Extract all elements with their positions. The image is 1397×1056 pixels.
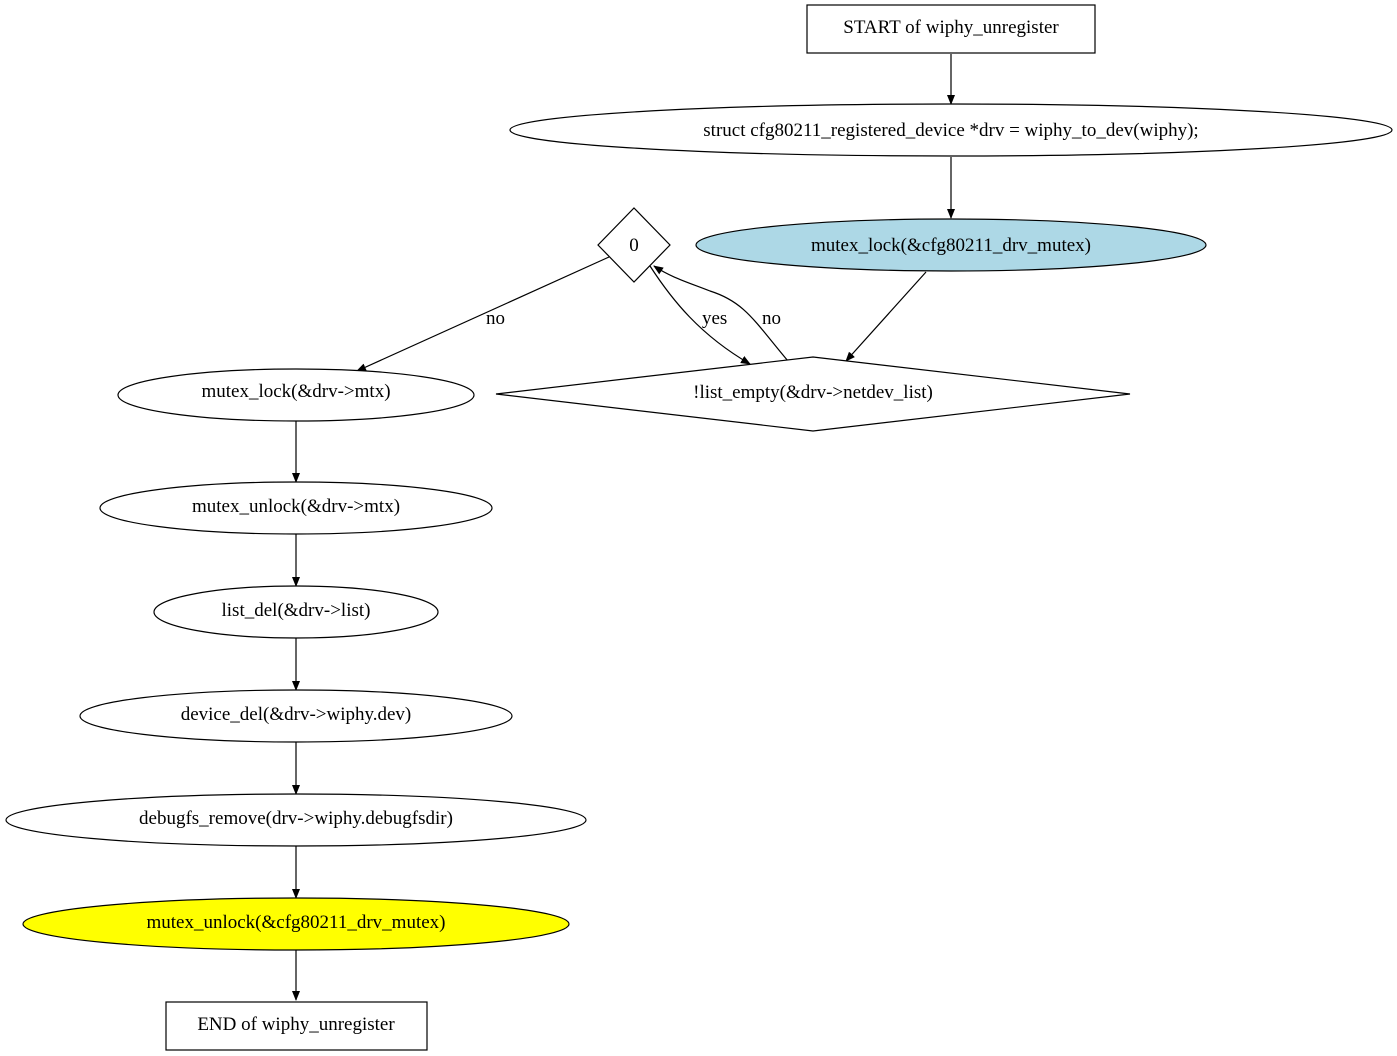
node-debugfs-remove-label: debugfs_remove(drv->wiphy.debugfsdir) (139, 808, 453, 829)
node-end-box (165, 1001, 428, 1051)
node-cond-zero-diamond (597, 207, 671, 283)
node-device-del[interactable]: device_del(&drv->wiphy.dev) (79, 689, 513, 743)
node-start[interactable]: START of wiphy_unregister (806, 4, 1096, 54)
node-cond-zero-label: 0 (629, 235, 639, 256)
node-drv-decl-ellipse (509, 103, 1393, 157)
edge-zero-to-mutex-lock-mtx-no (356, 256, 610, 372)
node-mutex-unlock-cfg-ellipse (22, 897, 570, 951)
node-cond-list-empty-label: !list_empty(&drv->netdev_list) (693, 382, 933, 403)
edge-label-list-empty-no: no (762, 308, 781, 329)
node-end[interactable]: END of wiphy_unregister (165, 1001, 428, 1051)
node-mutex-unlock-mtx[interactable]: mutex_unlock(&drv->mtx) (99, 481, 493, 535)
node-debugfs-remove[interactable]: debugfs_remove(drv->wiphy.debugfsdir) (5, 793, 587, 847)
node-mutex-unlock-mtx-label: mutex_unlock(&drv->mtx) (192, 496, 400, 517)
edge-zero-to-list-empty-yes (649, 265, 751, 365)
node-mutex-lock-mtx-ellipse (117, 368, 475, 422)
node-mutex-unlock-cfg[interactable]: mutex_unlock(&cfg80211_drv_mutex) (22, 897, 570, 951)
edges (292, 54, 955, 1001)
node-debugfs-remove-ellipse (5, 793, 587, 847)
edge-label-zero-yes: yes (702, 308, 727, 329)
node-device-del-ellipse (79, 689, 513, 743)
node-mutex-lock-mtx-label: mutex_lock(&drv->mtx) (201, 381, 390, 402)
node-cond-list-empty[interactable]: !list_empty(&drv->netdev_list) (495, 356, 1131, 432)
node-mutex-lock-cfg-ellipse (695, 218, 1207, 272)
node-device-del-label: device_del(&drv->wiphy.dev) (181, 704, 412, 725)
edge-list-empty-to-zero-no (653, 265, 789, 362)
node-drv-decl[interactable]: struct cfg80211_registered_device *drv =… (509, 103, 1393, 157)
node-drv-decl-label: struct cfg80211_registered_device *drv =… (703, 120, 1198, 141)
node-mutex-lock-cfg-label: mutex_lock(&cfg80211_drv_mutex) (811, 235, 1091, 256)
node-cond-list-empty-diamond (495, 356, 1131, 432)
node-list-del[interactable]: list_del(&drv->list) (153, 585, 439, 639)
node-start-box (806, 4, 1096, 54)
node-mutex-lock-cfg[interactable]: mutex_lock(&cfg80211_drv_mutex) (695, 218, 1207, 272)
node-mutex-lock-mtx[interactable]: mutex_lock(&drv->mtx) (117, 368, 475, 422)
node-list-del-label: list_del(&drv->list) (222, 600, 371, 621)
node-cond-zero[interactable]: 0 (597, 207, 671, 283)
edge-label-zero-no: no (486, 308, 505, 329)
node-mutex-unlock-cfg-label: mutex_unlock(&cfg80211_drv_mutex) (146, 912, 445, 933)
edge-mutex-lock-cfg-to-list-empty (845, 271, 927, 362)
node-list-del-ellipse (153, 585, 439, 639)
node-mutex-unlock-mtx-ellipse (99, 481, 493, 535)
node-start-label: START of wiphy_unregister (843, 17, 1059, 38)
node-end-label: END of wiphy_unregister (197, 1014, 395, 1035)
edge-labels: no yes no (486, 308, 781, 329)
nodes: START of wiphy_unregister struct cfg8021… (5, 4, 1393, 1051)
